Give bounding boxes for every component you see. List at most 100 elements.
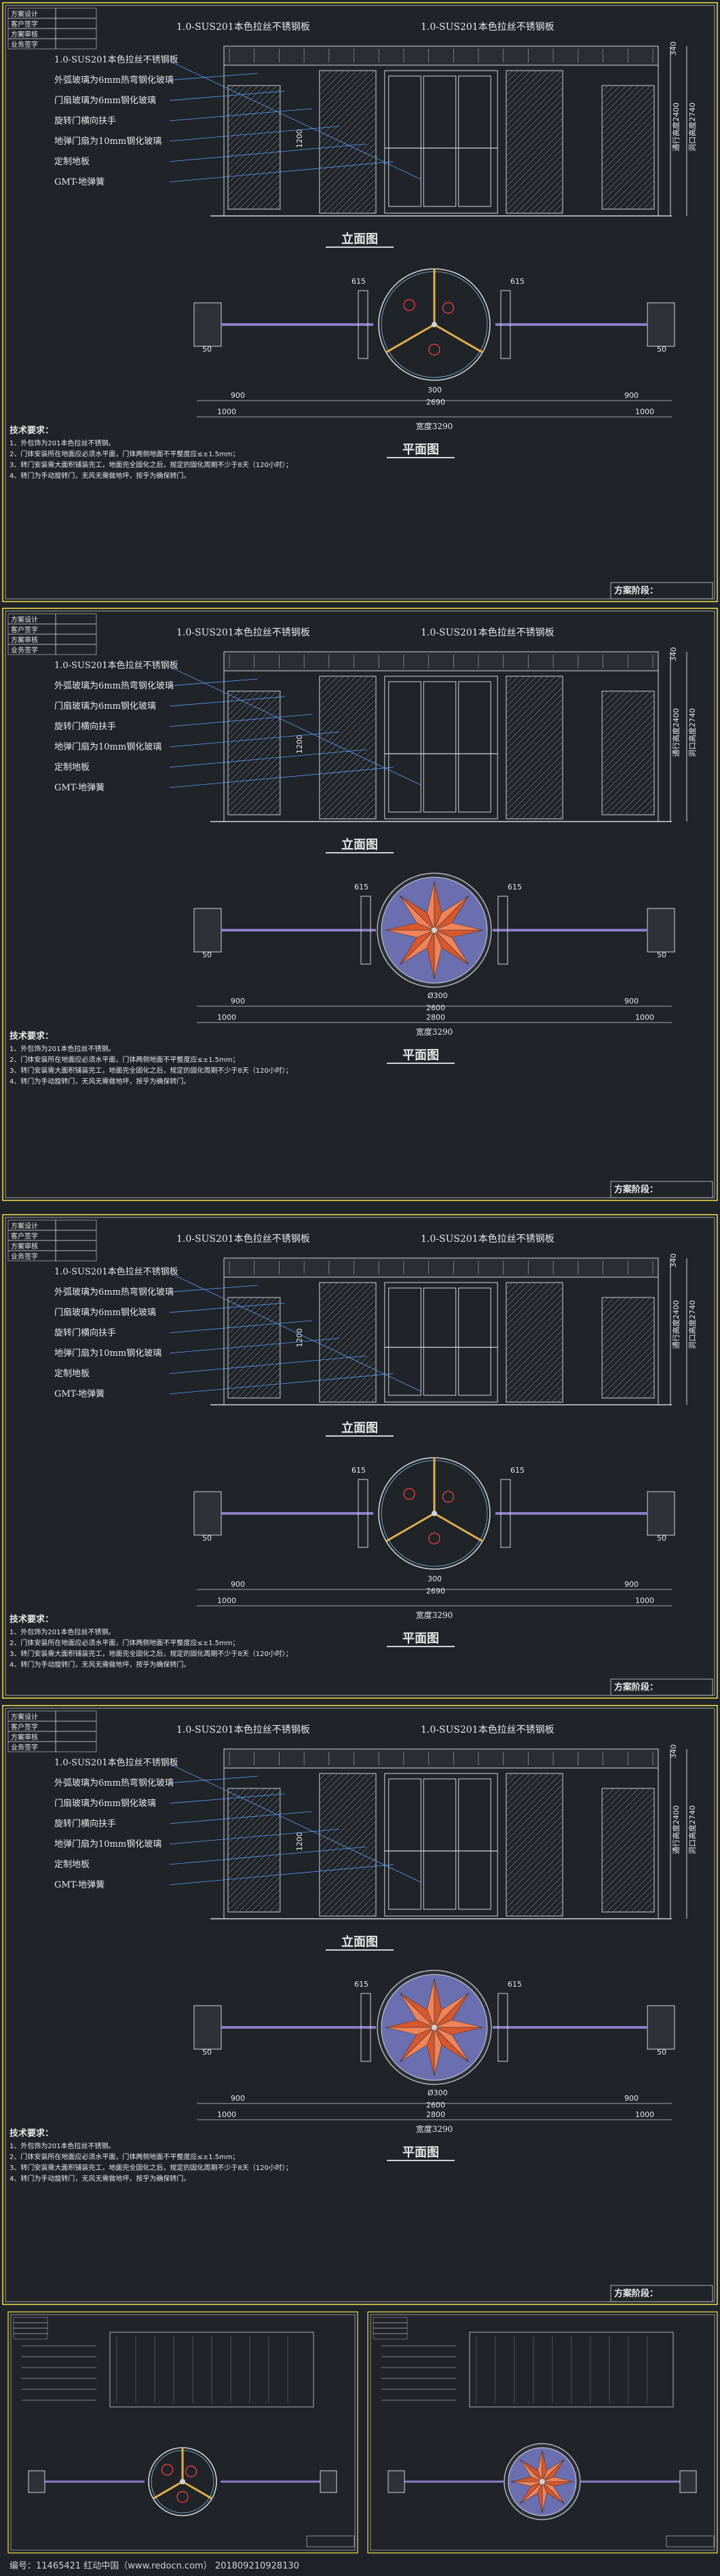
hatch-line <box>624 179 655 209</box>
hatch-line <box>506 1342 563 1399</box>
material-label: 定制地板 <box>54 157 90 167</box>
tech-req-line: 3、转门安装需大面积铺装完工，地面完全固化之后，规定的固化周期不少于8天（120… <box>10 460 292 469</box>
panel-frame <box>506 676 563 820</box>
hatch-line <box>352 1378 376 1402</box>
hatch-panel <box>319 676 377 820</box>
hatch-line <box>319 1311 376 1369</box>
hatch-line <box>602 691 603 692</box>
hatch-line <box>319 676 351 707</box>
center-post <box>539 2479 545 2484</box>
hatch-line <box>319 723 376 781</box>
hatch-line <box>319 1287 376 1344</box>
hatch-line <box>228 724 280 777</box>
hatch-lines <box>602 86 655 209</box>
material-labels: 1.0-SUS201本色拉丝不锈钢板外弧玻璃为6mm热弯钢化玻璃门扇玻璃为6mm… <box>54 660 178 793</box>
hatch-line <box>506 1317 563 1375</box>
hatch-line <box>335 778 376 819</box>
hatch-line <box>238 773 280 815</box>
hatch-line <box>319 1329 376 1387</box>
pillar-left <box>358 1479 368 1548</box>
hatch-line <box>347 185 376 213</box>
hatch-line <box>602 1821 655 1875</box>
material-label: 门扇玻璃为6mm钢化玻璃 <box>54 95 156 106</box>
hatch-line <box>506 760 563 817</box>
star-floor-pattern <box>504 2443 581 2520</box>
tech-req-line: 2、门体安装所在地面应必须水平面，门体两侧地面不平整度应≤±1.5mm； <box>10 1638 240 1647</box>
dim-615-left: 615 <box>354 883 368 891</box>
hatch-line <box>506 1833 563 1890</box>
title-left: 1.0-SUS201本色拉丝不锈钢板 <box>176 627 310 638</box>
hatch-line <box>602 1298 609 1304</box>
hatch-line <box>506 136 563 194</box>
hatch-line <box>228 86 253 111</box>
hatch-line <box>506 1283 544 1320</box>
hatch-line <box>501 1298 602 1398</box>
hatch-line <box>319 1796 376 1854</box>
hatch-line <box>618 779 655 815</box>
info-label: 业务签字 <box>11 40 38 49</box>
hatch-line <box>506 754 563 811</box>
hatch-lines <box>506 71 563 213</box>
info-label: 客户签字 <box>11 1723 38 1731</box>
center-doors <box>384 70 498 214</box>
hatch-line <box>506 1796 563 1854</box>
dim-50-left: 50 <box>202 2048 212 2057</box>
hatch-line <box>528 1881 563 1916</box>
dim-900-right: 900 <box>624 997 639 1006</box>
hatch-line <box>319 1790 376 1847</box>
hatch-line <box>228 1788 265 1826</box>
hatch-line <box>228 1306 280 1359</box>
tech-req-title: 技术要求： <box>10 1031 54 1042</box>
hatch-line <box>506 1773 507 1774</box>
door-leaf <box>423 1287 457 1396</box>
hatch-line <box>506 1329 563 1387</box>
hatch-line <box>506 75 563 132</box>
hatch-line <box>602 86 651 135</box>
hatch-line <box>602 1312 655 1365</box>
hatch-line <box>366 1906 376 1916</box>
hatch-line <box>364 1391 376 1402</box>
hatch-line <box>263 191 280 209</box>
door-wing <box>385 323 435 354</box>
dim-2800: 2800 <box>426 1013 445 1022</box>
hatch-line <box>319 735 376 793</box>
hatch-line <box>602 1788 639 1826</box>
hatch-line <box>319 676 375 732</box>
hatch-line <box>602 1788 651 1838</box>
hatch-line <box>319 75 376 132</box>
hatch-line <box>602 1300 655 1353</box>
hatch-line <box>506 1802 563 1860</box>
thumb-elevation <box>109 2332 314 2408</box>
leader-line <box>169 1846 367 1865</box>
hatch-line <box>360 803 376 819</box>
hatch-line <box>506 1790 563 1847</box>
hatch-line <box>602 724 655 777</box>
title-right: 1.0-SUS201本色拉丝不锈钢板 <box>421 1233 554 1245</box>
info-cell-value <box>55 623 97 635</box>
hatch-line <box>602 124 655 178</box>
hatch-line <box>506 1857 563 1915</box>
hatch-line <box>506 676 550 720</box>
dim-2690: 2690 <box>426 1587 445 1596</box>
hatch-line <box>228 124 280 178</box>
hatch-line <box>228 155 280 208</box>
dim-2800: 2800 <box>426 2110 445 2119</box>
hatch-line <box>506 148 563 206</box>
hatch-line <box>319 71 326 77</box>
hatch-line <box>257 1888 280 1912</box>
hatch-line <box>228 88 280 141</box>
info-label: 业务签字 <box>11 1252 38 1261</box>
material-label: 地弹门扇为10mm钢化玻璃 <box>54 1348 162 1359</box>
material-label: 门扇玻璃为6mm钢化玻璃 <box>54 701 156 712</box>
info-cell-value <box>55 18 97 29</box>
dim-615-left: 615 <box>354 1980 368 1989</box>
hatch-line <box>322 1348 376 1402</box>
hatch-line <box>641 1385 655 1398</box>
leader-line <box>169 1320 313 1333</box>
leader-line <box>169 1272 421 1392</box>
hatch-line <box>602 712 655 765</box>
title-right: 1.0-SUS201本色拉丝不锈钢板 <box>421 21 554 33</box>
panel-frame <box>319 676 377 820</box>
hatch-line <box>319 87 376 145</box>
